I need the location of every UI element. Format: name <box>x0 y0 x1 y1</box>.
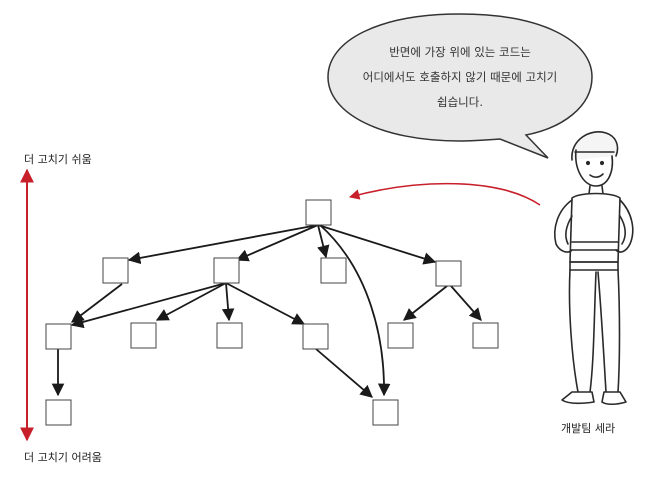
node-l2-d <box>302 323 329 350</box>
speech-line-3: 쉽습니다. <box>437 95 483 109</box>
dependency-nodes <box>45 199 499 426</box>
node-l1-a <box>102 257 129 284</box>
pointer-arrow <box>348 182 541 206</box>
node-l2-f <box>472 322 499 349</box>
node-top <box>305 199 332 226</box>
character-name-label: 개발팀 세라 <box>561 422 616 435</box>
speech-line-2: 어디에서도 호출하지 않기 때문에 고치기 <box>362 70 558 84</box>
speech-bubble <box>327 13 593 159</box>
node-l2-c <box>216 322 243 349</box>
node-l1-b <box>213 257 240 284</box>
developer-figure <box>554 131 634 406</box>
node-l2-e <box>387 322 414 349</box>
node-l3-b <box>372 399 399 426</box>
speech-line-1: 반면에 가장 위에 있는 코드는 <box>389 45 531 59</box>
node-l2-b <box>130 322 157 349</box>
harder-to-change-label: 더 고치기 어려움 <box>24 451 102 464</box>
node-l1-d <box>435 260 462 287</box>
node-l2-a <box>45 323 72 350</box>
node-l3-a <box>45 399 72 426</box>
speech-bubble-text: 반면에 가장 위에 있는 코드는 어디에서도 호출하지 않기 때문에 고치기 쉽… <box>343 40 577 115</box>
dependency-edges <box>51 224 482 398</box>
easier-to-change-label: 더 고치기 쉬움 <box>24 153 92 166</box>
node-l1-c <box>320 257 347 284</box>
